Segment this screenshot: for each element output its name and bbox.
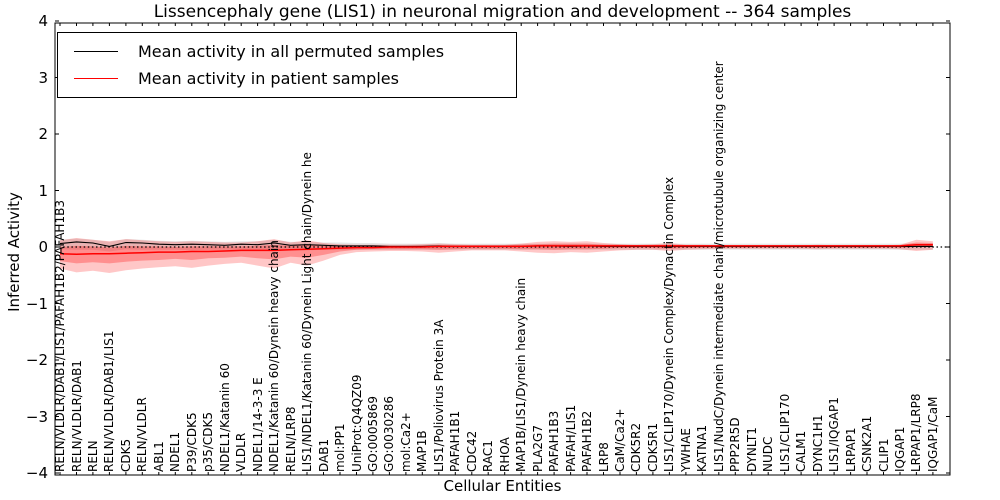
x-tick-label: LIS1/NDEL1/Katanin 60/Dynein Light chain… — [300, 152, 314, 472]
patient-mean-line — [59, 243, 933, 256]
x-tick-label: PAFAH/LIS1 — [563, 404, 578, 472]
y-tick-label: 0 — [38, 238, 48, 256]
x-tick-label: RHOA — [497, 437, 512, 472]
x-tick-label: CLIP1 — [876, 438, 891, 472]
x-tick-label: CaM/Ca2+ — [613, 408, 627, 472]
y-tick-label: −2 — [25, 351, 48, 369]
x-axis-label: Cellular Entities — [443, 477, 562, 495]
x-tick-label: PAFAH1B1 — [448, 410, 463, 472]
x-tick-label: CALM1 — [794, 430, 809, 472]
x-tick-label: P39/CDK5 — [184, 412, 199, 472]
x-tick-label: LIS1/Poliovirus Protein 3A — [431, 319, 446, 472]
band-permuted-range — [60, 238, 933, 252]
x-tick-label: DAB1 — [316, 438, 331, 472]
x-tick-label: NDEL1/Katanin 60/Dynein heavy chain — [267, 240, 282, 472]
x-tick-label: p35/CDK5 — [201, 411, 216, 472]
patient-line-swatch — [74, 78, 118, 80]
x-tick-label: DYNLT1 — [744, 427, 759, 472]
x-tick-label: LIS1/IQGAP1 — [827, 397, 842, 472]
x-tick-label: RELN/LRP8 — [283, 406, 298, 472]
x-tick-label: CDK5 — [118, 438, 133, 472]
x-tick-label: PLA2G7 — [530, 425, 545, 472]
x-tick-label: MAP1B/LIS1/Dynein heavy chain — [514, 277, 529, 472]
x-tick-label: NUDC — [761, 436, 776, 472]
x-tick-label: RELN — [85, 440, 100, 472]
axes-frame — [54, 22, 951, 476]
legend-item-permuted: Mean activity in all permuted samples — [58, 42, 516, 61]
x-tick-label: CDK5R2 — [629, 422, 644, 472]
x-tick-label: RELN/VLDLR/DAB1 — [69, 360, 84, 472]
x-tick-label: NDEL1 — [168, 431, 183, 472]
y-tick-label: −4 — [25, 464, 48, 482]
x-tick-label: mol:PP1 — [333, 423, 347, 472]
y-tick-label: 3 — [38, 68, 48, 87]
x-tick-label: CDC42 — [464, 430, 479, 472]
y-tick-label: 2 — [38, 125, 48, 143]
y-tick-label: −3 — [25, 407, 48, 426]
x-tick-label: RELN/VLDLR — [135, 397, 150, 472]
x-tick-label: CSNK2A1 — [860, 415, 874, 472]
x-tick-label: IQGAP1 — [893, 426, 907, 472]
x-tick-label: RELN/VLDLR/DAB1/LIS1 — [102, 330, 117, 472]
x-tick-label: PAFAH1B2 — [580, 410, 594, 472]
y-tick-label: −1 — [25, 294, 48, 313]
x-tick-label: mol:Ca2+ — [398, 412, 413, 472]
x-tick-label: NDEL1/14-3-3 E — [250, 377, 265, 472]
band-patient-range-inner — [60, 242, 933, 264]
x-tick-label: LRPAP1/LRP8 — [909, 393, 924, 472]
legend-item-patient: Mean activity in patient samples — [58, 69, 516, 88]
y-tick-label: 4 — [38, 12, 48, 30]
legend: Mean activity in all permuted samples Me… — [57, 32, 517, 98]
permuted-line-swatch — [74, 50, 118, 52]
x-tick-label: IQGAP1/CaM — [925, 396, 940, 473]
x-tick-label: DYNC1H1 — [810, 414, 825, 472]
x-tick-label: LIS1/CLIP170/Dynein Complex/Dynactin Com… — [662, 176, 677, 472]
chart-title: Lissencephaly gene (LIS1) in neuronal mi… — [153, 2, 852, 22]
legend-label: Mean activity in patient samples — [138, 69, 399, 89]
x-tick-label: LIS1/CLIP170 — [777, 393, 792, 472]
x-tick-label: VLDLR — [234, 432, 249, 472]
x-tick-label: RAC1 — [481, 440, 496, 472]
x-tick-label: PPP2R5D — [728, 417, 743, 472]
x-tick-label: GO:0005869 — [365, 395, 380, 472]
legend-label: Mean activity in all permuted samples — [138, 41, 445, 61]
x-tick-label: NDEL1/Katanin 60 — [217, 363, 232, 472]
x-tick-label: KATNA1 — [695, 424, 710, 472]
x-tick-label: UniProt:Q4QZ09 — [349, 374, 364, 472]
x-tick-label: MAP1B — [415, 430, 430, 472]
x-tick-label: RELN/VLDLR/DAB1/LIS1/PAFAH1B2/PAFAH1B3 — [53, 200, 67, 472]
x-tick-label: PAFAH1B3 — [547, 410, 562, 472]
x-tick-label: LRPAP1 — [843, 427, 858, 472]
x-tick-label: YWHAE — [678, 427, 693, 472]
x-tick-label: LRP8 — [596, 442, 611, 472]
x-tick-label: CDK5R1 — [645, 422, 660, 472]
x-tick-label: ABL1 — [151, 441, 166, 472]
x-tick-label: LIS1/NudC/Dynein intermediate chain/micr… — [711, 61, 726, 472]
y-tick-label: 1 — [38, 181, 48, 200]
x-tick-label: GO:0030286 — [382, 395, 397, 472]
